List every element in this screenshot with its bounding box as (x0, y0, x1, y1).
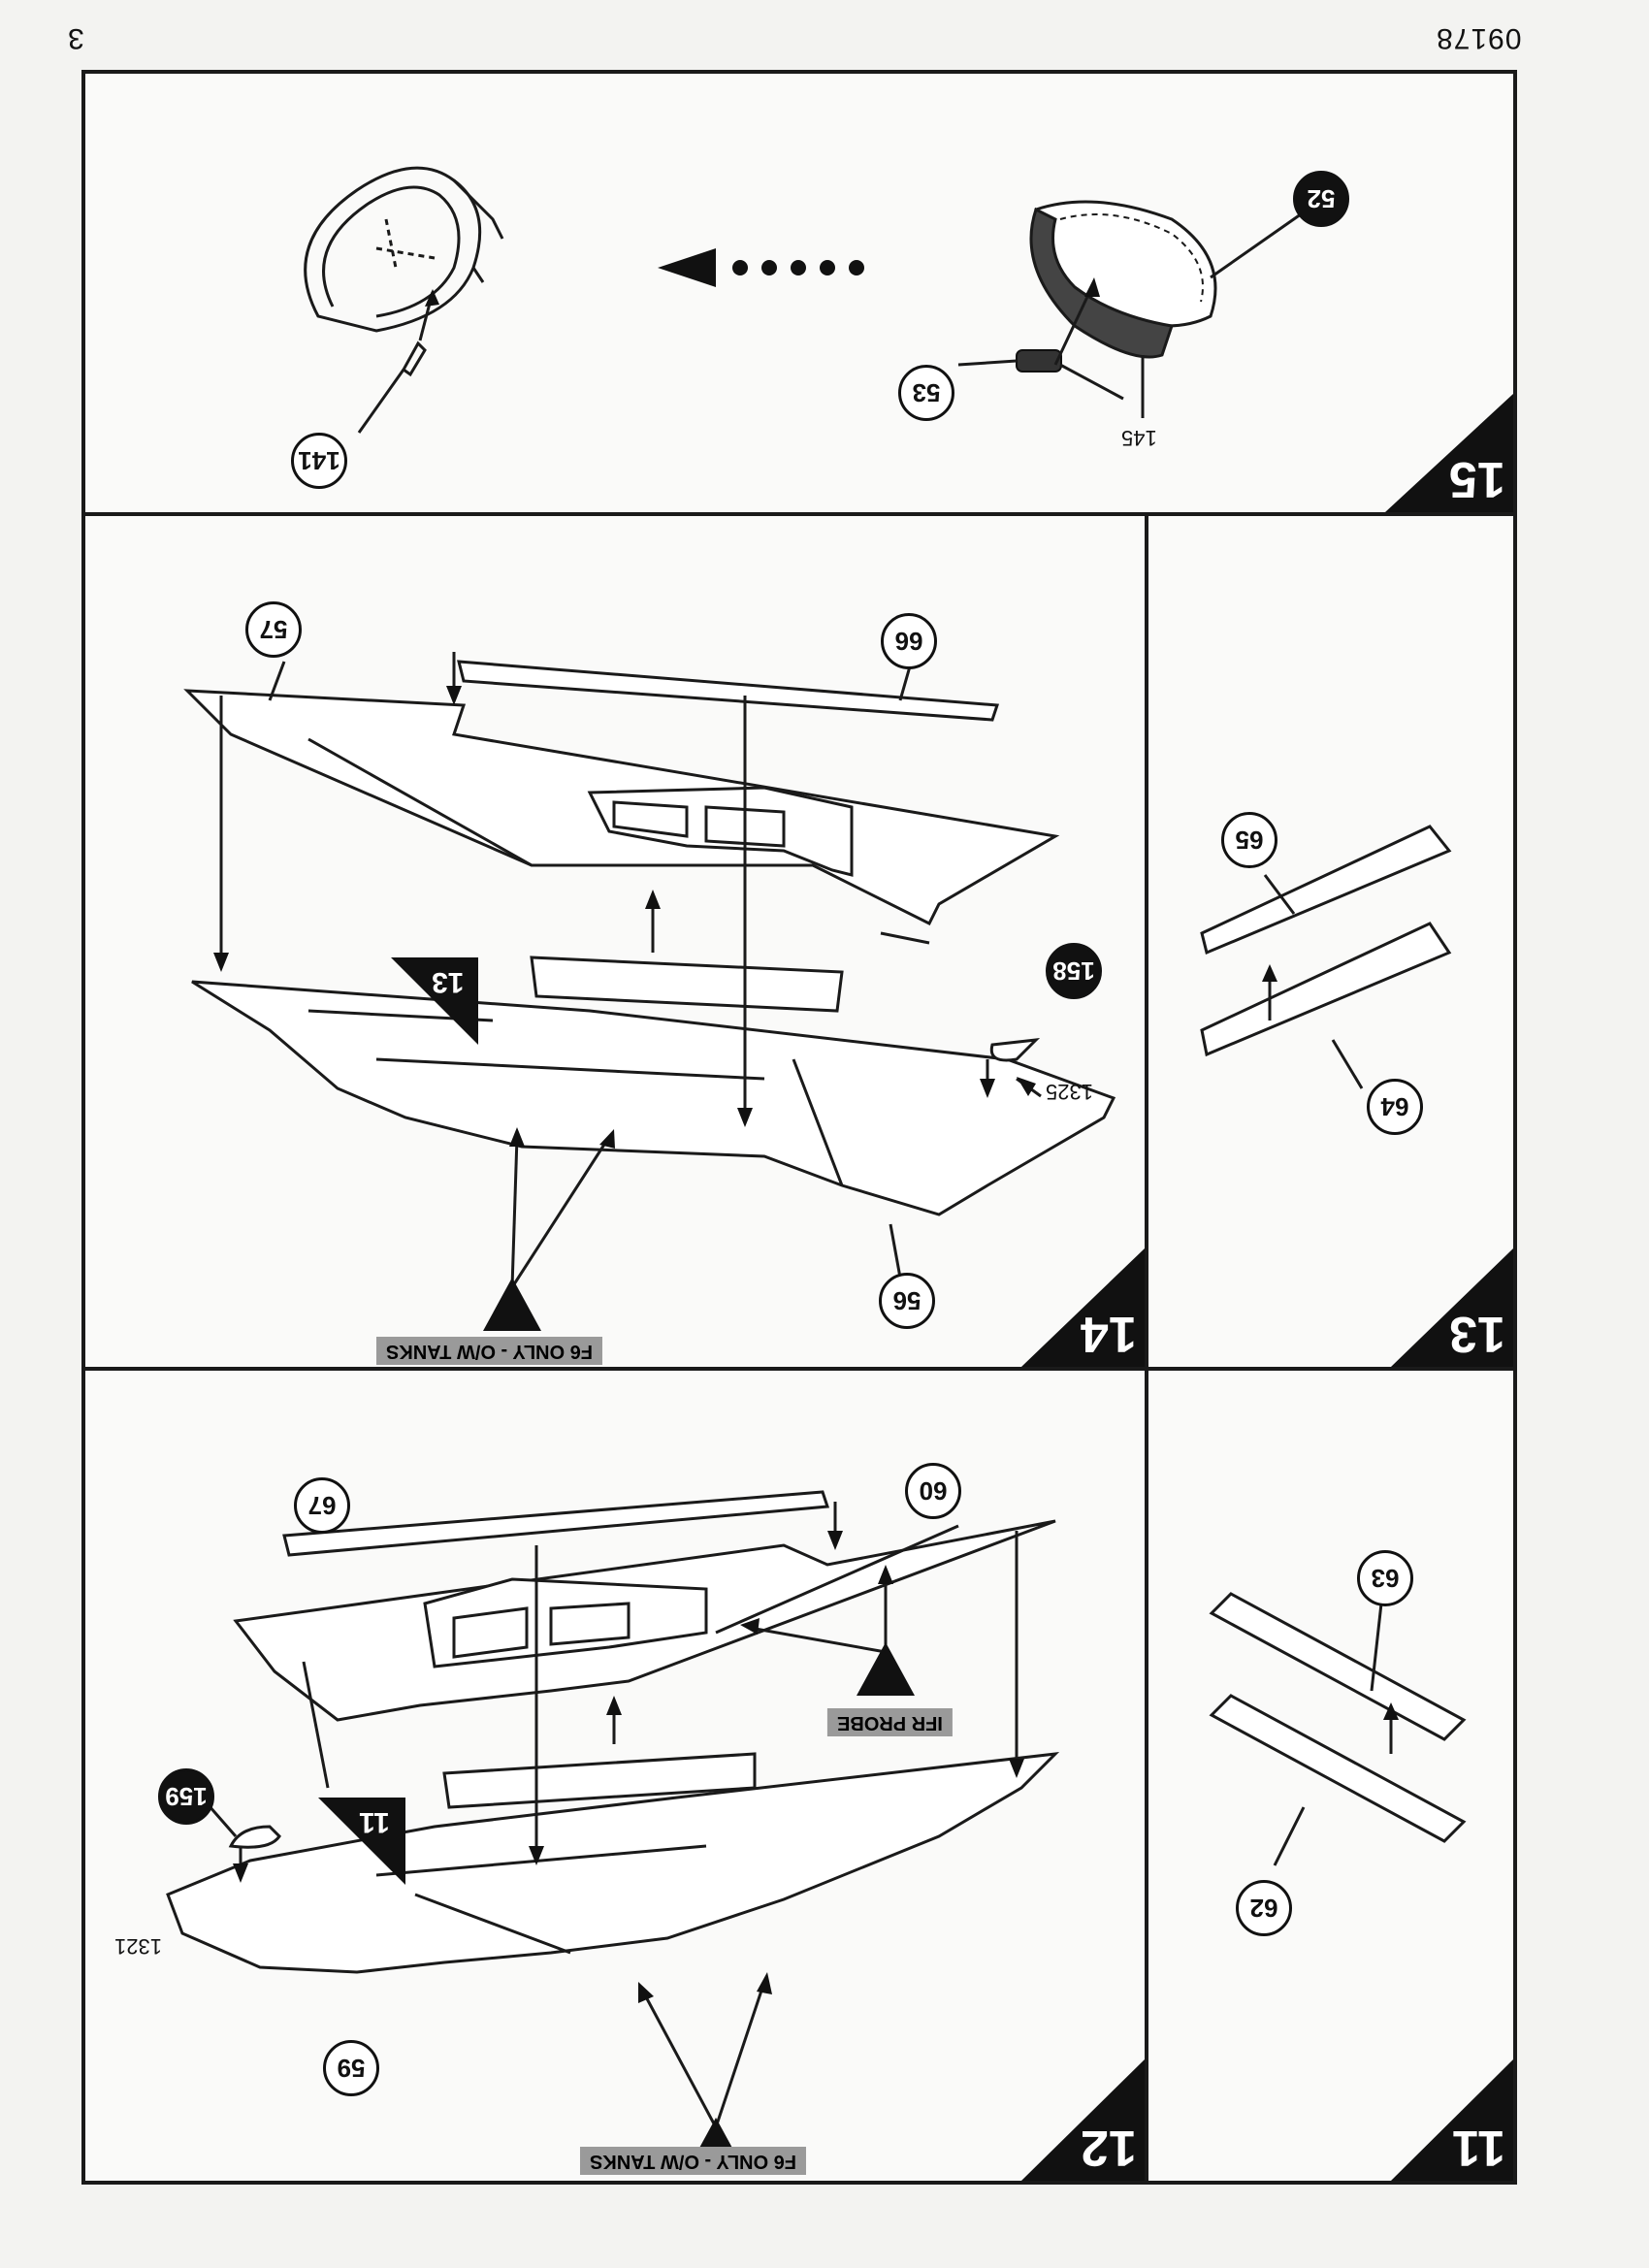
label-1325: 1325 (1046, 1080, 1093, 1104)
step-15-drawing (304, 166, 1513, 512)
part-66-drawing (457, 660, 1000, 722)
step-15-panel: 15 141 52 53 145 (81, 70, 1517, 516)
callout-65: 65 (1221, 812, 1277, 868)
callout-52: 52 (1293, 171, 1349, 227)
callout-53: 53 (898, 365, 954, 421)
windscreen-drawing (1029, 200, 1217, 359)
callout-60: 60 (905, 1463, 961, 1519)
part-67-drawing (282, 1490, 830, 1557)
step-12-drawing (166, 1490, 1145, 2181)
canopy-frame-drawing (304, 166, 504, 333)
callout-141: 141 (291, 433, 347, 489)
step-11-drawing (1209, 1592, 1513, 2181)
label-145: 145 (1121, 426, 1157, 450)
step-13-drawing (1200, 825, 1513, 1367)
part-65-drawing (1200, 825, 1452, 956)
part-53-drawing (1016, 349, 1062, 373)
part-63-drawing (1209, 1592, 1467, 1741)
lower-wing-59-drawing (166, 1752, 1060, 1974)
step-12-panel: 12 67 60 159 1321 59 11 IFR PROBE F6 ONL… (81, 1367, 1148, 2185)
label-1321: 1321 (114, 1934, 162, 1959)
ref-step-13-label: 13 (432, 966, 465, 998)
drill-icon-12a (857, 1642, 915, 1696)
f6-tanks-tag-12: F6 ONLY - O/W TANKS (580, 2147, 806, 2175)
instruction-sheet: 15 141 52 53 145 (81, 70, 1517, 2185)
part-64-drawing (1200, 922, 1452, 1057)
ref-step-11-marker: 11 (318, 1798, 405, 1885)
insert-13-drawing (530, 956, 844, 1013)
step-14-drawing (183, 652, 1145, 1367)
drill-icon-14 (483, 1278, 541, 1331)
callout-59: 59 (323, 2040, 379, 2096)
callout-158: 158 (1046, 943, 1102, 999)
ifr-probe-tag: IFR PROBE (827, 1708, 953, 1736)
ref-step-11-label: 11 (359, 1806, 390, 1838)
callout-64: 64 (1367, 1079, 1423, 1135)
f6-tanks-tag-14: F6 ONLY - O/W TANKS (376, 1337, 602, 1365)
callout-62: 62 (1236, 1880, 1292, 1936)
callout-57: 57 (245, 601, 302, 658)
callout-66: 66 (881, 613, 937, 669)
callout-67: 67 (294, 1477, 350, 1534)
step-11-panel: 11 63 62 (1145, 1367, 1517, 2185)
step-12-number: 12 (1081, 2120, 1137, 2176)
part-62-drawing (1209, 1694, 1467, 1843)
callout-56: 56 (879, 1273, 935, 1329)
kit-number: 09178 (1436, 22, 1522, 54)
lower-wing-56-drawing (191, 980, 1116, 1216)
page-number: 3 (68, 22, 84, 54)
step-13-number: 13 (1449, 1306, 1505, 1362)
callout-159: 159 (158, 1768, 214, 1825)
callout-63: 63 (1357, 1550, 1413, 1606)
step-14-panel: 14 57 66 158 1325 56 13 F6 ONLY - O/W TA… (81, 512, 1148, 1371)
wheel-well-12-drawing (423, 1577, 708, 1669)
step-13-panel: 13 65 64 (1145, 512, 1517, 1371)
step-11-number: 11 (1452, 2120, 1505, 2176)
ref-step-13-marker: 13 (391, 957, 478, 1045)
step-14-number: 14 (1081, 1306, 1137, 1362)
step-15-number: 15 (1449, 451, 1505, 507)
